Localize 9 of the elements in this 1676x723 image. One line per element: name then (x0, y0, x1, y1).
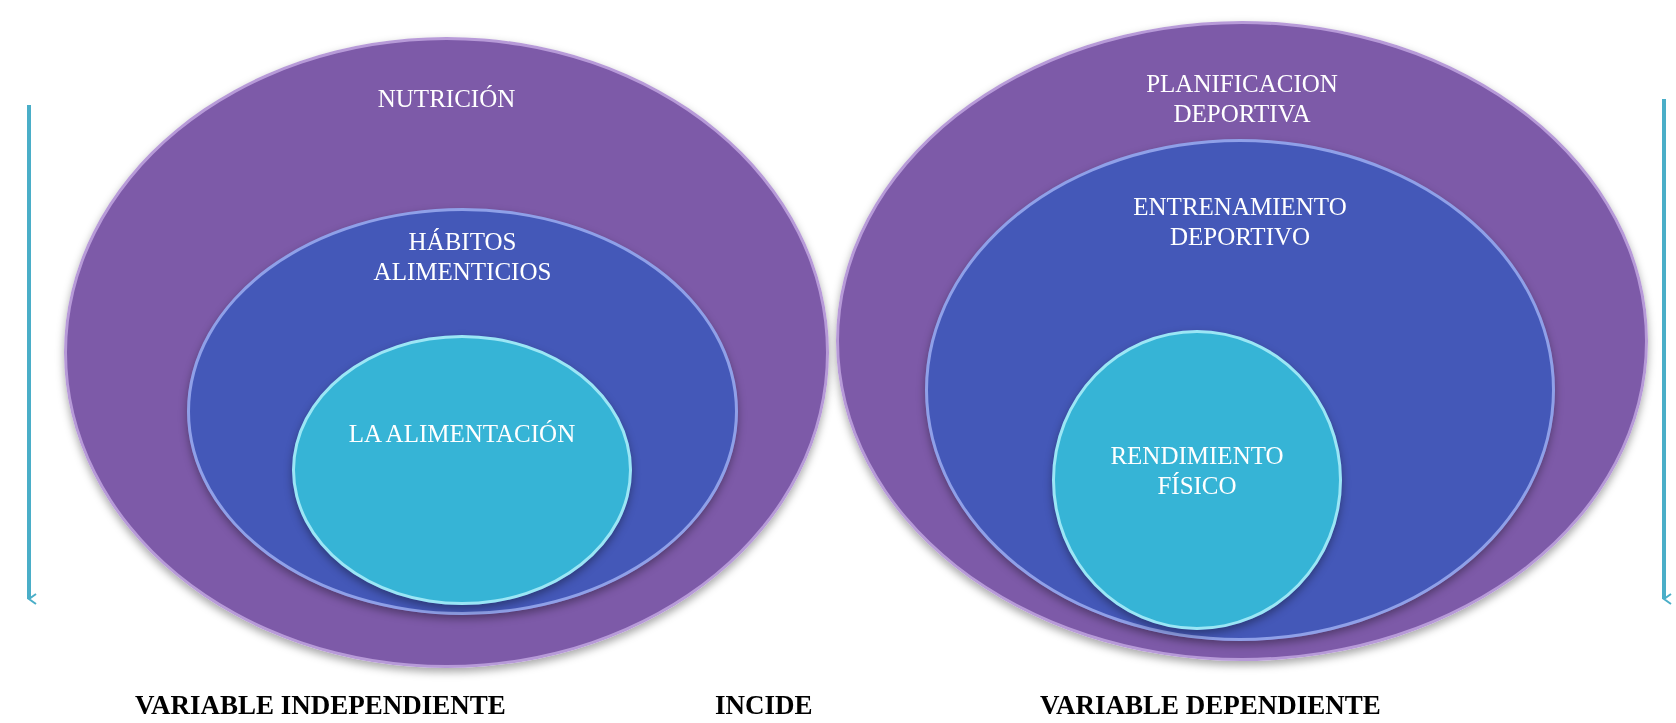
variable-caption: VARIABLE INDEPENDIENTE (135, 690, 506, 721)
ellipse-label: RENDIMIENTO FÍSICO (1109, 441, 1285, 501)
variable-caption: VARIABLE DEPENDIENTE (1040, 690, 1381, 721)
ellipse-label: PLANIFICACION DEPORTIVA (1145, 68, 1339, 129)
ellipse-label: HÁBITOS ALIMENTICIOS (372, 227, 553, 288)
ellipse-label: ENTRENAMIENTO DEPORTIVO (1132, 192, 1348, 253)
ellipse-label: NUTRICIÓN (376, 84, 517, 115)
ellipse-label: LA ALIMENTACIÓN (347, 419, 577, 449)
variable-caption: INCIDE (715, 690, 813, 721)
